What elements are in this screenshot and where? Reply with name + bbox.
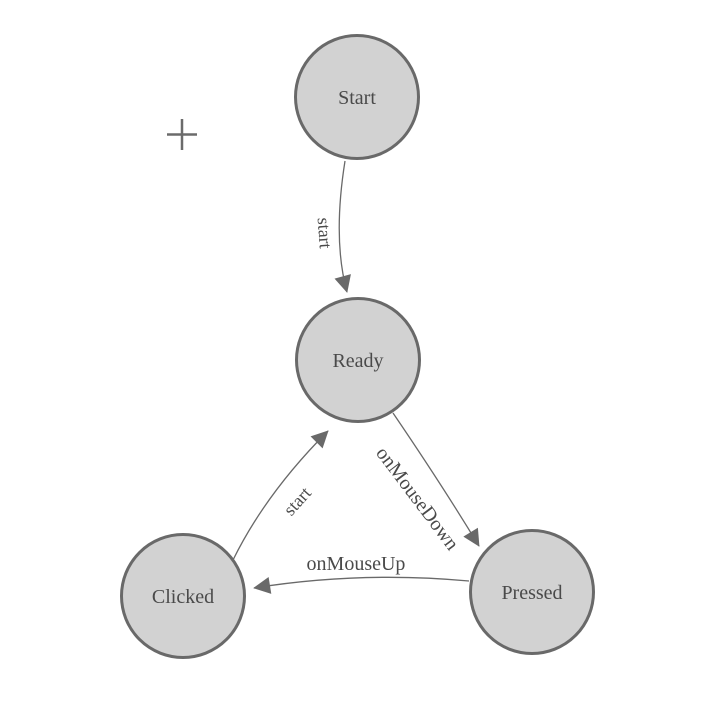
state-node-pressed-circle[interactable] bbox=[469, 529, 595, 655]
state-node-ready-label: Ready bbox=[332, 350, 383, 372]
state-node-start[interactable]: Start bbox=[294, 34, 420, 160]
edge-clicked-to-ready[interactable] bbox=[232, 430, 329, 561]
state-node-ready[interactable]: Ready bbox=[295, 297, 421, 423]
plus-cursor-icon bbox=[167, 119, 197, 150]
edge-pressed-to-clicked[interactable] bbox=[253, 576, 470, 594]
state-node-start-circle[interactable] bbox=[294, 34, 420, 160]
state-node-pressed-label: Pressed bbox=[501, 582, 562, 604]
edge-label-onmouseup: onMouseUp bbox=[307, 553, 406, 575]
state-node-clicked-label: Clicked bbox=[152, 586, 214, 608]
edge-ready-to-pressed[interactable] bbox=[392, 412, 480, 547]
state-node-pressed[interactable]: Pressed bbox=[469, 529, 595, 655]
state-node-ready-circle[interactable] bbox=[295, 297, 421, 423]
edge-label-start-bottom: start bbox=[279, 483, 315, 519]
edge-start-to-ready[interactable] bbox=[334, 160, 351, 293]
state-node-clicked[interactable]: Clicked bbox=[120, 533, 246, 659]
edge-label-start-top: start bbox=[314, 217, 336, 249]
nodes-layer: Start Ready Clicked Pressed bbox=[120, 34, 595, 659]
state-node-clicked-circle[interactable] bbox=[120, 533, 246, 659]
edges-layer bbox=[232, 160, 480, 594]
state-node-start-label: Start bbox=[338, 87, 376, 109]
